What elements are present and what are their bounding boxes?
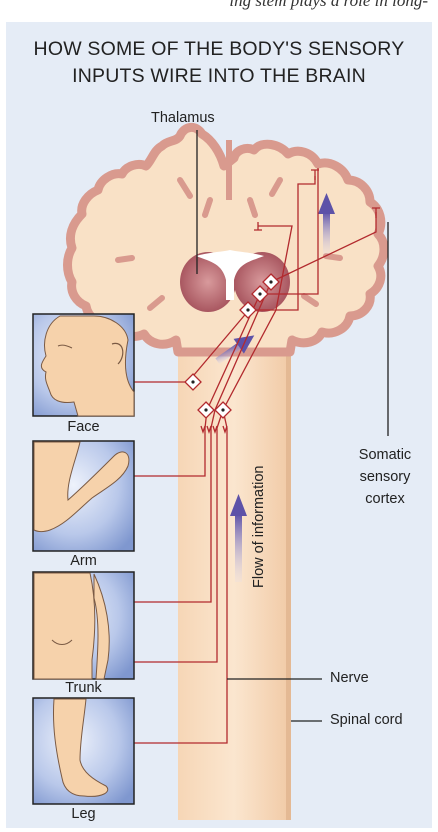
somatic-line-2: sensory	[343, 466, 427, 488]
face-label: Face	[33, 419, 134, 435]
thalamus-label: Thalamus	[151, 110, 215, 126]
trunk-label: Trunk	[33, 680, 134, 696]
leg-illustration	[33, 698, 134, 804]
spinal-cord-shadow	[286, 300, 291, 820]
arm-illustration	[33, 441, 134, 551]
flow-of-information-label: Flow of information	[251, 466, 267, 589]
leg-label: Leg	[33, 806, 134, 822]
face-illustration	[33, 314, 134, 416]
somatic-line-1: Somatic	[343, 444, 427, 466]
arm-label: Arm	[33, 553, 134, 569]
trunk-illustration	[33, 572, 134, 679]
spinal-cord-label: Spinal cord	[330, 712, 403, 728]
somatic-sensory-cortex-label: Somatic sensory cortex	[343, 444, 427, 510]
somatic-line-3: cortex	[343, 488, 427, 510]
nerve-label: Nerve	[330, 670, 369, 686]
